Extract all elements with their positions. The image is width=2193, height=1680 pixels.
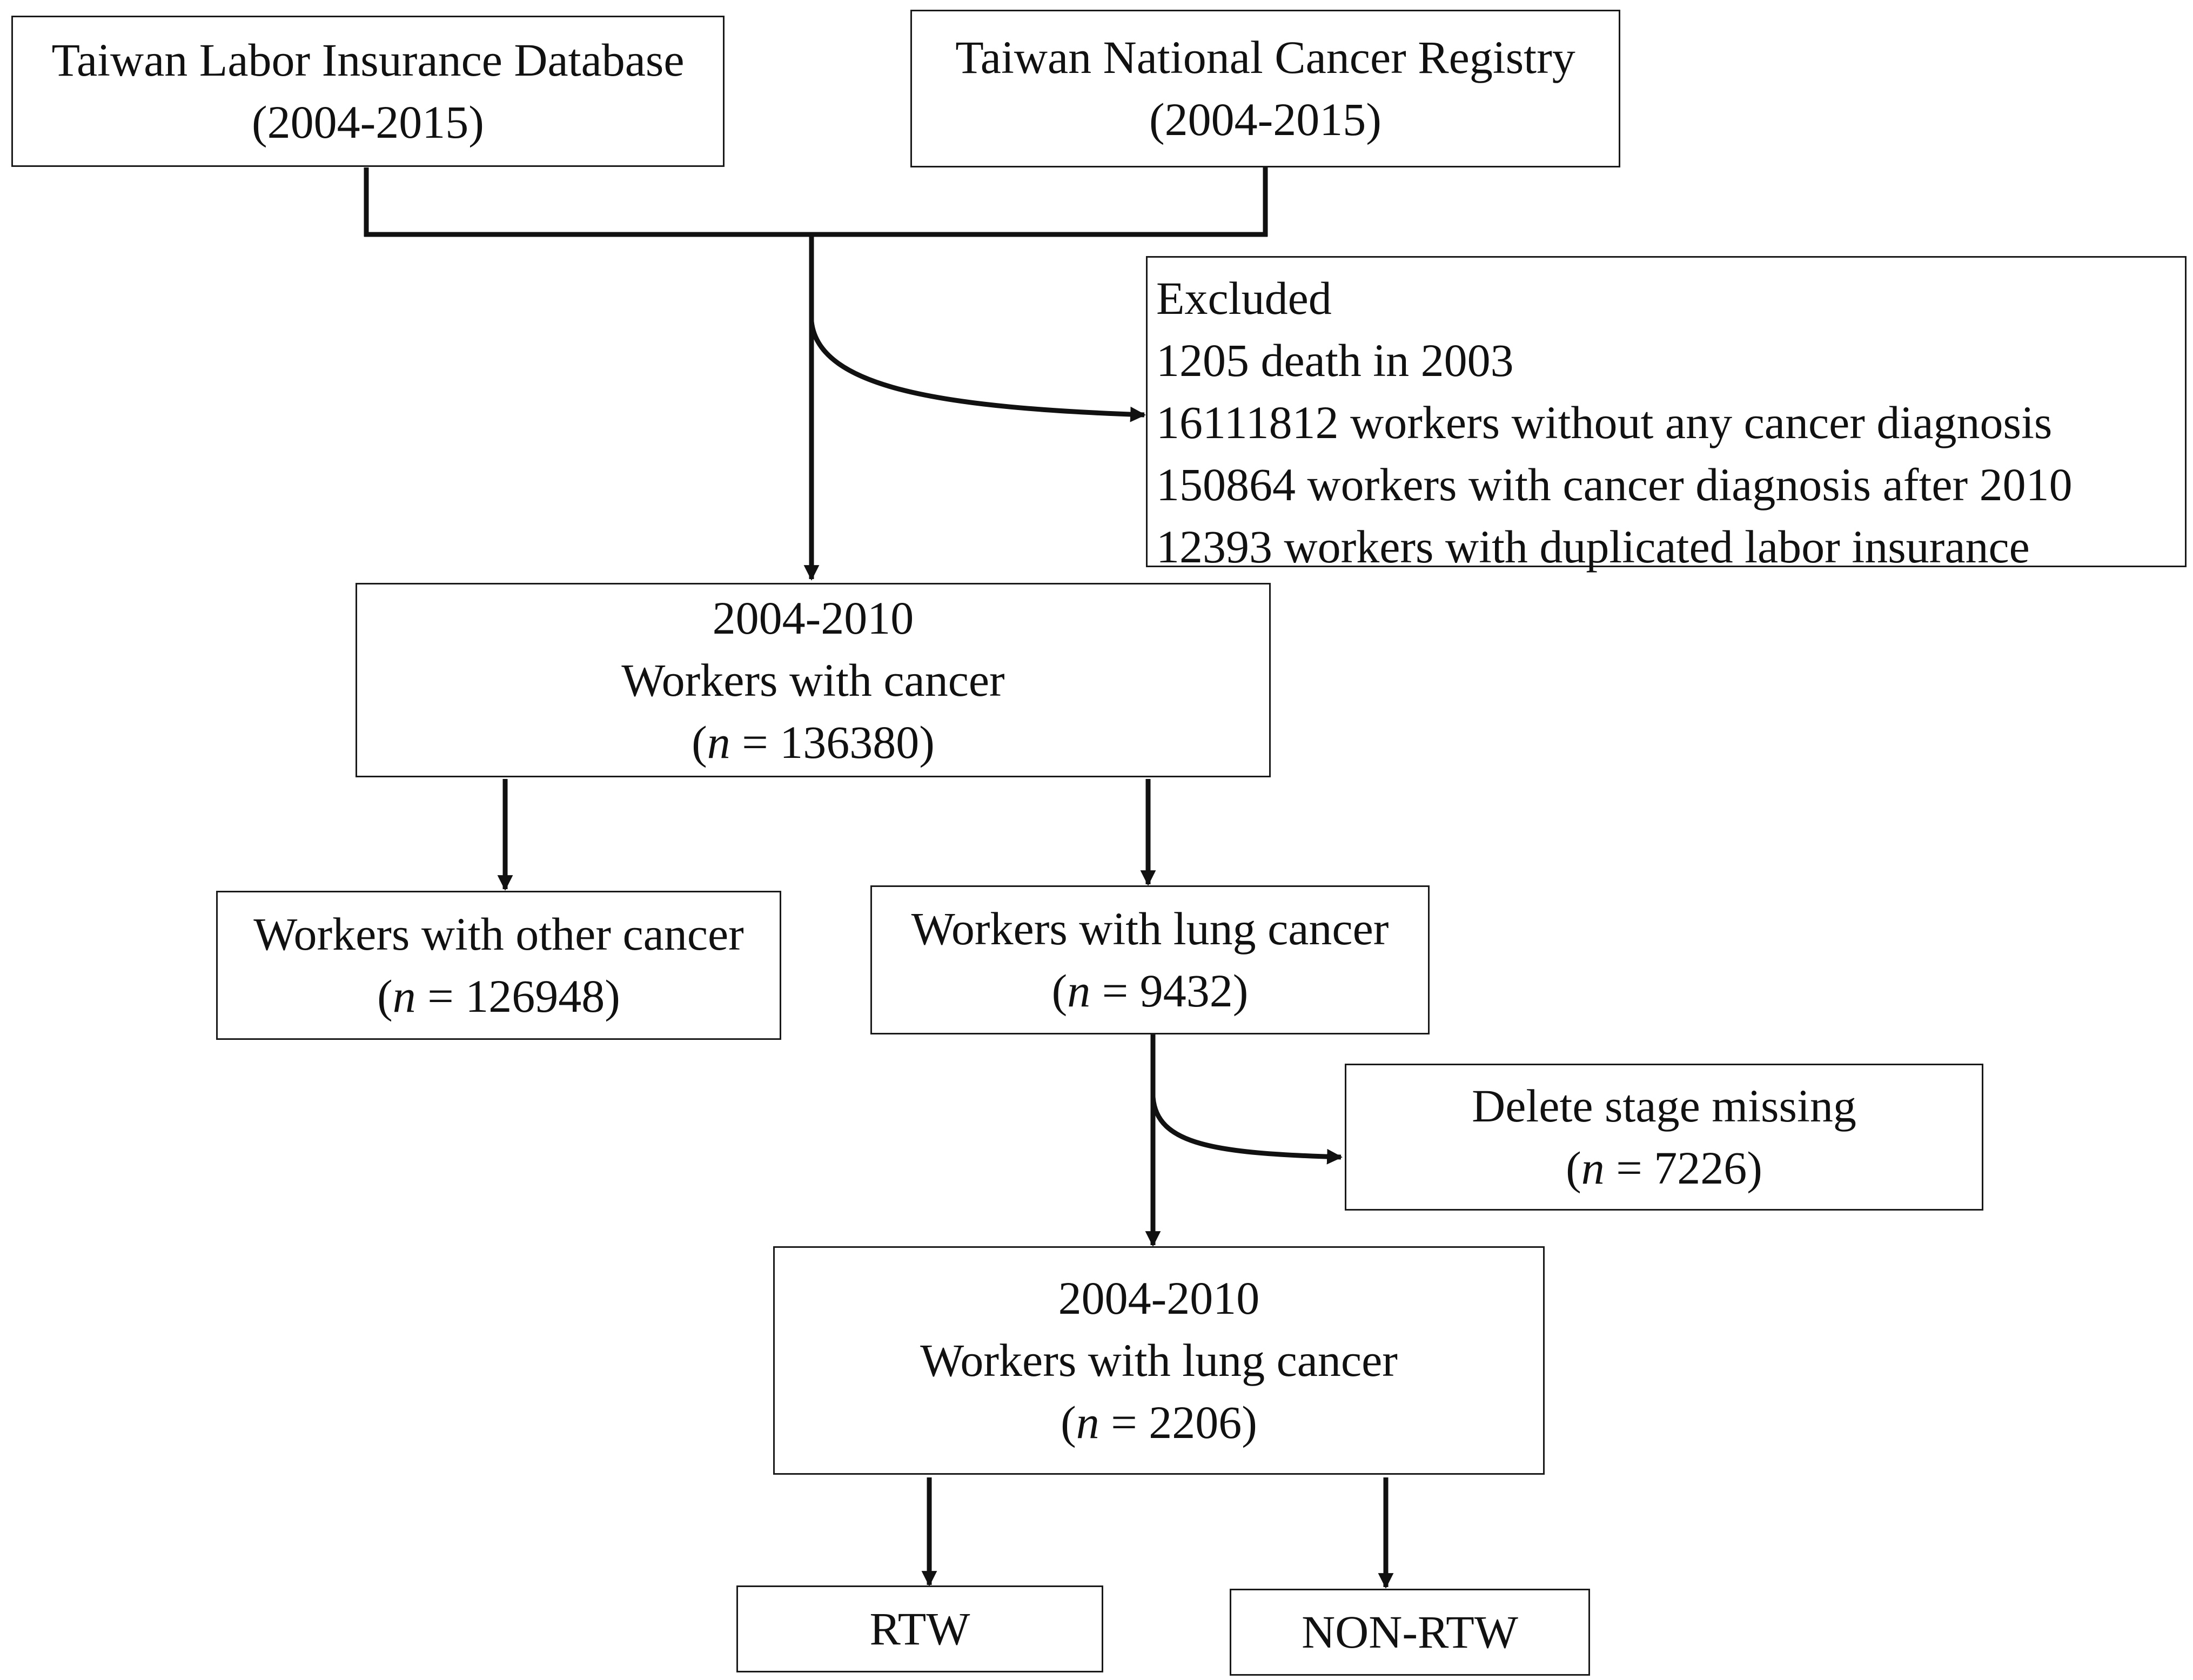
excluded-item: 150864 workers with cancer diagnosis aft… — [1156, 459, 2073, 510]
lung-cancer-box: Workers with lung cancer (n = 9432) — [870, 885, 1430, 1034]
non-rtw-box: NON-RTW — [1230, 1589, 1590, 1676]
excluded-item: 1205 death in 2003 — [1156, 334, 1514, 386]
lung-cancer-label: Workers with lung cancer — [911, 903, 1389, 955]
other-cancer-box: Workers with other cancer (n = 126948) — [216, 891, 781, 1040]
labor-insurance-box: Taiwan Labor Insurance Database (2004-20… — [11, 16, 725, 167]
lung-cancer-count: (n = 9432) — [1051, 965, 1249, 1017]
non-rtw-label: NON-RTW — [1302, 1606, 1518, 1658]
other-cancer-label: Workers with other cancer — [253, 908, 744, 960]
stage-missing-count: (n = 7226) — [1566, 1142, 1762, 1194]
cancer-registry-box: Taiwan National Cancer Registry (2004-20… — [910, 10, 1620, 167]
excluded-item: 16111812 workers without any cancer diag… — [1156, 397, 2053, 448]
cancer-registry-title: Taiwan National Cancer Registry — [955, 31, 1575, 83]
workers-with-cancer-count: (n = 136380) — [692, 716, 935, 768]
cancer-registry-years: (2004-2015) — [1149, 93, 1381, 145]
workers-with-cancer-label: Workers with cancer — [621, 654, 1005, 706]
final-lung-cancer-box: 2004-2010 Workers with lung cancer (n = … — [773, 1246, 1545, 1475]
exclusion-arrow — [809, 321, 1146, 422]
workers-with-cancer-years: 2004-2010 — [712, 592, 914, 644]
rtw-label: RTW — [869, 1603, 970, 1655]
stage-missing-arrow — [1150, 1096, 1343, 1165]
labor-insurance-years: (2004-2015) — [252, 96, 484, 148]
stage-missing-box: Delete stage missing (n = 7226) — [1345, 1064, 1983, 1211]
excluded-box: Excluded 1205 death in 2003 16111812 wor… — [1146, 256, 2187, 573]
labor-insurance-title: Taiwan Labor Insurance Database — [51, 34, 685, 86]
other-cancer-count: (n = 126948) — [377, 970, 620, 1022]
excluded-title: Excluded — [1156, 272, 1332, 324]
final-lung-cancer-count: (n = 2206) — [1061, 1396, 1257, 1448]
final-lung-cancer-label: Workers with lung cancer — [920, 1334, 1398, 1386]
workers-with-cancer-box: 2004-2010 Workers with cancer (n = 13638… — [356, 583, 1271, 777]
final-lung-cancer-years: 2004-2010 — [1058, 1272, 1260, 1324]
rtw-box: RTW — [736, 1585, 1103, 1672]
stage-missing-label: Delete stage missing — [1472, 1080, 1856, 1132]
excluded-item: 12393 workers with duplicated labor insu… — [1156, 521, 2030, 573]
